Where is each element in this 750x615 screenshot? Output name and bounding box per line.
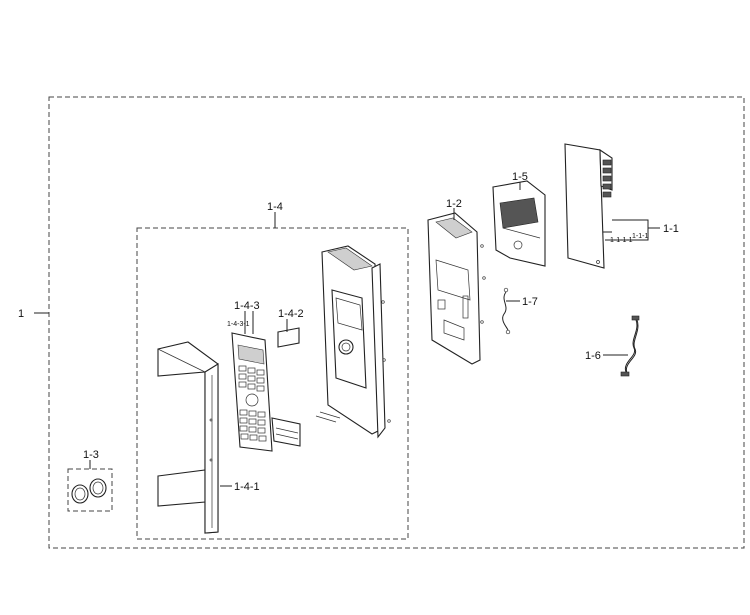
part-1-5-display-board <box>492 180 546 267</box>
label-1-1-1-1: 1-1-1-1 <box>610 237 633 244</box>
part-1-7-wire <box>502 287 511 335</box>
leader-lines <box>34 182 660 487</box>
part-1-4-2-plate <box>277 327 300 348</box>
part-1-2-bracket <box>427 212 486 365</box>
assembly-boundary <box>48 96 745 549</box>
label-1-1: 1-1 <box>663 223 679 235</box>
label-1-4-3: 1-4-3 <box>234 300 260 312</box>
label-1-2: 1-2 <box>446 198 462 210</box>
part-1-6-harness <box>620 315 640 377</box>
subassembly-1-4-boundary <box>136 227 409 540</box>
part-1-4-1-panel <box>157 341 219 534</box>
part-1-1-main-board <box>564 143 613 269</box>
part-1-4-3-keypad <box>231 332 301 452</box>
label-1-4: 1-4 <box>267 201 283 213</box>
label-1-1-1: 1-1-1 <box>632 233 648 240</box>
subassembly-1-3-boundary <box>67 468 113 512</box>
label-1: 1 <box>18 308 24 320</box>
part-1-3-knobs <box>71 478 107 504</box>
label-1-4-1: 1-4-1 <box>234 481 260 493</box>
label-1-4-3-1: 1-4-3-1 <box>227 321 250 328</box>
label-1-5: 1-5 <box>512 171 528 183</box>
label-1-3: 1-3 <box>83 449 99 461</box>
label-1-6: 1-6 <box>585 350 601 362</box>
label-1-4-2: 1-4-2 <box>278 308 304 320</box>
part-1-4-frame <box>315 245 391 439</box>
label-1-7: 1-7 <box>522 296 538 308</box>
